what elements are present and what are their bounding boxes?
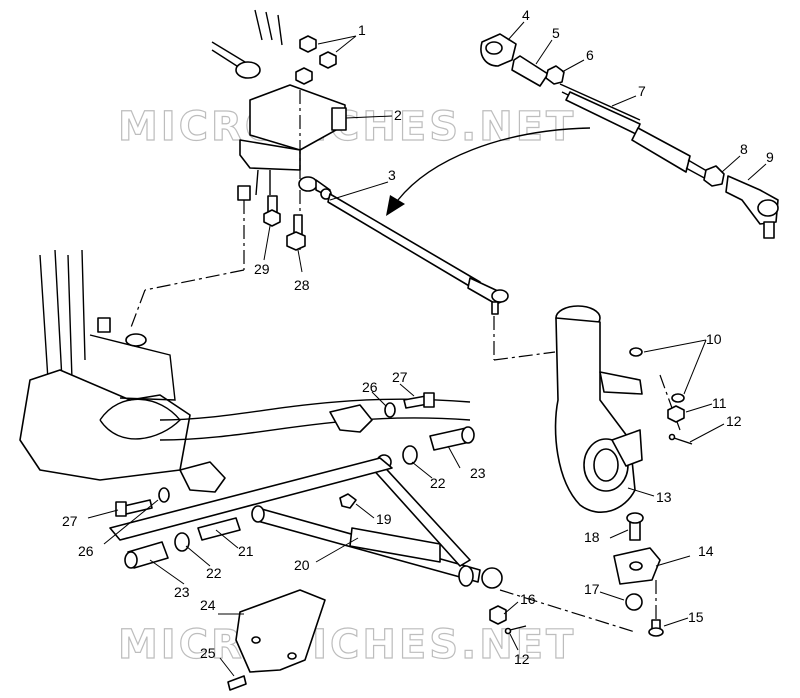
leader-lines [87, 21, 767, 677]
bushings [124, 426, 475, 569]
callout-25: 25 [200, 645, 216, 661]
callout-6: 6 [586, 47, 594, 63]
callout-22-lower: 22 [206, 565, 222, 581]
bolt-27-upper [384, 392, 435, 418]
bolt-29 [263, 195, 281, 227]
callout-18: 18 [584, 529, 600, 545]
callout-22-upper: 22 [430, 475, 446, 491]
adjuster-rod-assembly [480, 33, 779, 239]
assembly-arrow [397, 127, 591, 201]
callout-11: 11 [712, 395, 727, 411]
callout-23-lower: 23 [174, 584, 190, 600]
callout-3: 3 [388, 167, 396, 183]
callout-16: 16 [520, 591, 536, 607]
callout-5: 5 [552, 25, 560, 41]
a-arm [109, 454, 503, 589]
callout-14: 14 [698, 543, 714, 559]
callout-12-right: 12 [726, 413, 742, 429]
callout-4: 4 [522, 7, 530, 23]
bolt-28 [286, 214, 306, 251]
spindle [554, 305, 681, 514]
callout-28: 28 [294, 277, 310, 293]
nut-icon [299, 35, 317, 53]
callout-13: 13 [656, 489, 672, 505]
callout-19: 19 [376, 511, 392, 527]
callout-26-lower: 26 [78, 543, 94, 559]
callout-7: 7 [638, 83, 646, 99]
callout-27-lower: 27 [62, 513, 78, 529]
frame [19, 249, 471, 493]
callout-9: 9 [766, 149, 774, 165]
callout-24: 24 [200, 597, 216, 613]
callout-15: 15 [688, 609, 704, 625]
steering-column-assembly [129, 9, 347, 331]
tie-rod-assembly [298, 176, 556, 361]
arrow-head-icon [386, 195, 405, 216]
callout-26-upper: 26 [362, 379, 378, 395]
callout-17: 17 [584, 581, 600, 597]
callout-1: 1 [358, 22, 366, 38]
callouts: 1 2 3 4 5 6 7 8 9 10 11 12 12 13 14 15 1… [62, 7, 774, 667]
callout-23-upper: 23 [470, 465, 486, 481]
callout-2: 2 [394, 107, 402, 123]
bolt-27-lower [115, 487, 170, 517]
callout-10: 10 [706, 331, 722, 347]
watermark-top: MICROFICHES.NET [118, 104, 576, 150]
guard-plate [227, 589, 326, 691]
callout-29: 29 [254, 261, 270, 277]
right-hardware [489, 347, 693, 637]
watermark-bottom: MICROFICHES.NET [118, 622, 576, 668]
callout-27-upper: 27 [392, 369, 408, 385]
callout-12-bottom: 12 [514, 651, 530, 667]
callout-21: 21 [238, 543, 254, 559]
callout-20: 20 [294, 557, 310, 573]
callout-8: 8 [740, 141, 748, 157]
